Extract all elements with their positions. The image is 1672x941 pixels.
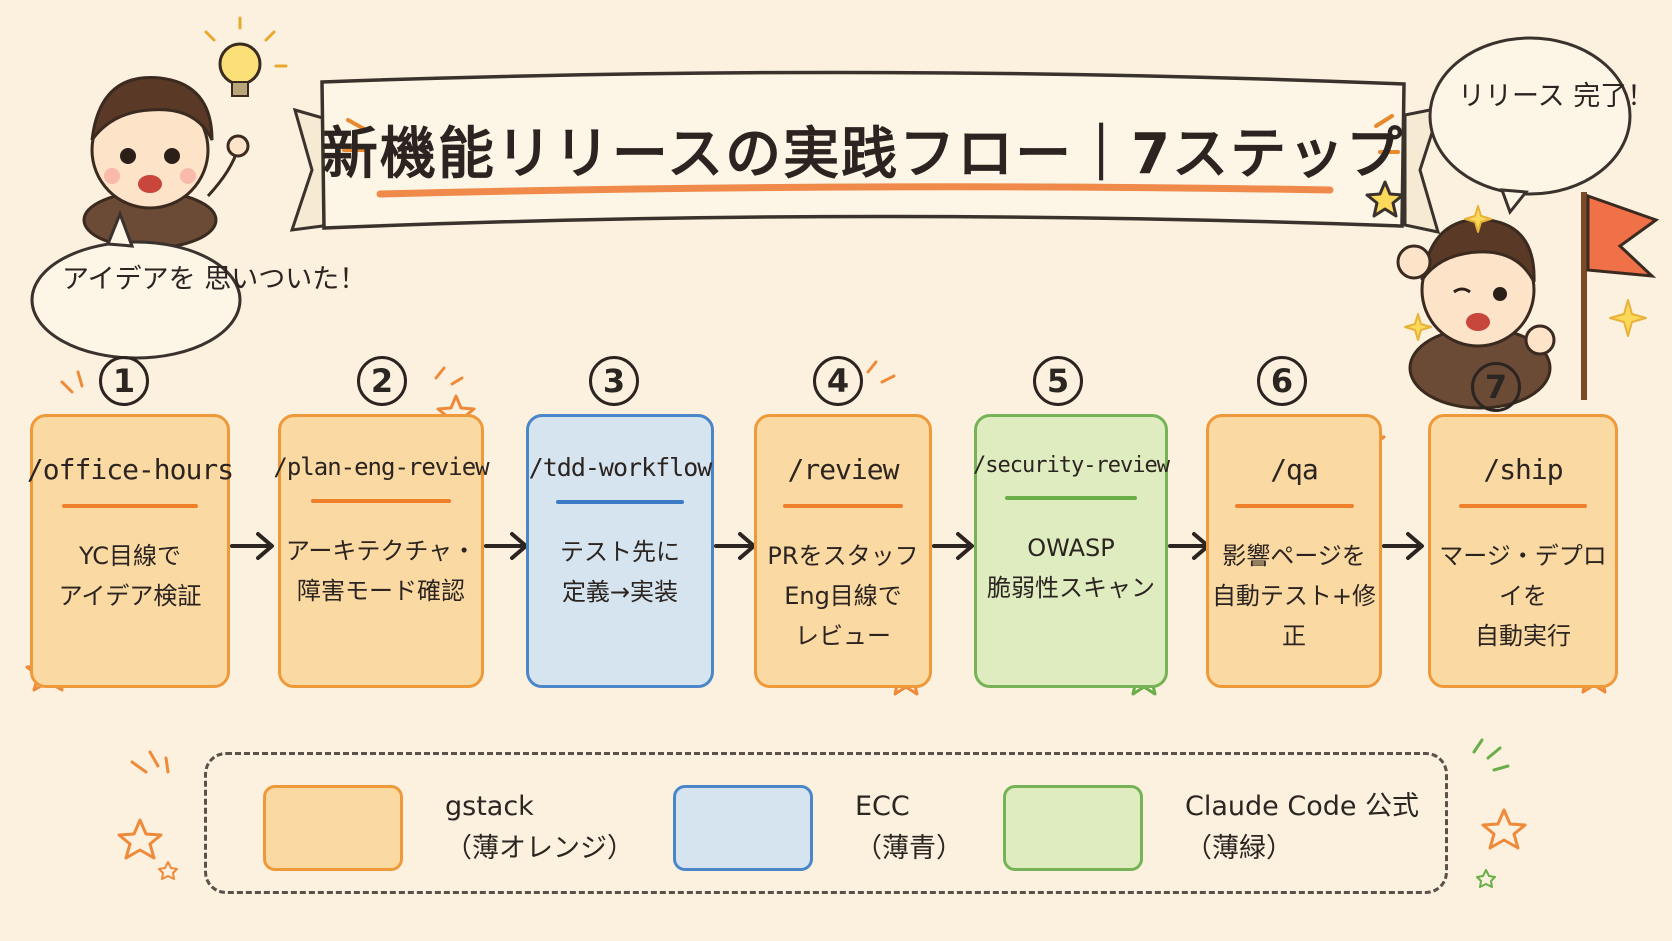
step-command: /review	[787, 453, 899, 486]
legend-swatch-blue	[673, 785, 813, 871]
step-card-review: /review PRをスタッフ Eng目線で レビュー	[754, 414, 932, 688]
step-card-plan-eng-review: /plan-eng-review アーキテクチャ・ 障害モード確認	[273, 414, 490, 688]
speech-bubble-end	[1428, 36, 1632, 216]
page-title: 新機能リリースの実践フロー｜7ステップ	[321, 121, 1405, 187]
speech-bubble-start	[30, 209, 242, 360]
lightbulb-icon	[204, 16, 288, 97]
legend-swatch-green	[1003, 785, 1143, 871]
step-number-6: 6	[1257, 356, 1307, 406]
step-number-1: 1	[99, 356, 149, 406]
step-command: /office-hours	[26, 453, 234, 486]
title-banner: 新機能リリースの実践フロー｜7ステップ	[322, 80, 1404, 230]
legend-label: gstack （薄オレンジ）	[445, 791, 634, 864]
step-description: OWASP 脆弱性スキャン	[987, 534, 1155, 602]
step-description: YC目線で アイデア検証	[58, 542, 202, 610]
flag-icon	[1581, 192, 1660, 400]
step-description: 影響ページを 自動テスト+修正	[1211, 542, 1377, 650]
step-underline	[782, 504, 904, 508]
legend: gstack （薄オレンジ） ECC （薄青） Claude Code 公式 （…	[204, 752, 1448, 894]
banner-ribbon	[289, 70, 1443, 234]
step-number-3: 3	[589, 356, 639, 406]
step-underline	[1458, 504, 1588, 508]
step-command: /plan-eng-review	[273, 453, 489, 481]
step-underline	[311, 499, 451, 503]
legend-label: ECC （薄青）	[855, 791, 963, 864]
step-card-tdd-workflow: /tdd-workflow テスト先に 定義→実装	[526, 414, 714, 688]
character-thinking-icon	[82, 76, 250, 250]
step-description: アーキテクチャ・ 障害モード確認	[285, 537, 477, 605]
legend-item-gstack: gstack （薄オレンジ）	[263, 785, 634, 871]
title-spark-marks	[342, 114, 1400, 154]
step-number-4: 4	[813, 356, 863, 406]
step-number-2: 2	[357, 356, 407, 406]
speech-bubble-start-text: アイデアを 思いついた！	[62, 264, 367, 295]
step-command: /tdd-workflow	[528, 453, 713, 482]
spark-lines-green	[1472, 738, 1510, 772]
step-description: マージ・デプロイを 自動実行	[1439, 542, 1607, 650]
step-card-security-review: /security-review OWASP 脆弱性スキャン	[973, 414, 1170, 688]
step-underline	[62, 504, 198, 508]
legend-item-claude-code: Claude Code 公式 （薄緑）	[1003, 785, 1419, 871]
legend-swatch-orange	[263, 785, 403, 871]
step-card-office-hours: /office-hours YC目線で アイデア検証	[26, 414, 234, 688]
legend-label: Claude Code 公式 （薄緑）	[1185, 791, 1420, 864]
step-underline	[1005, 496, 1137, 500]
step-number-5: 5	[1033, 356, 1083, 406]
step-card-ship: /ship マージ・デプロイを 自動実行	[1428, 414, 1618, 688]
step-underline	[556, 500, 684, 504]
step-command: /qa	[1270, 453, 1319, 486]
step-card-qa: /qa 影響ページを 自動テスト+修正	[1206, 414, 1382, 688]
step-description: テスト先に 定義→実装	[560, 538, 680, 606]
speech-bubble-end-text: リリース 完了！	[1458, 81, 1655, 112]
step-command: /ship	[1483, 453, 1563, 486]
step-command: /security-review	[973, 453, 1170, 478]
legend-item-ecc: ECC （薄青）	[673, 785, 963, 871]
step-number-7: 7	[1471, 362, 1521, 412]
step-underline	[1234, 504, 1354, 508]
spark-lines	[60, 360, 896, 774]
step-description: PRをスタッフ Eng目線で レビュー	[767, 542, 919, 650]
